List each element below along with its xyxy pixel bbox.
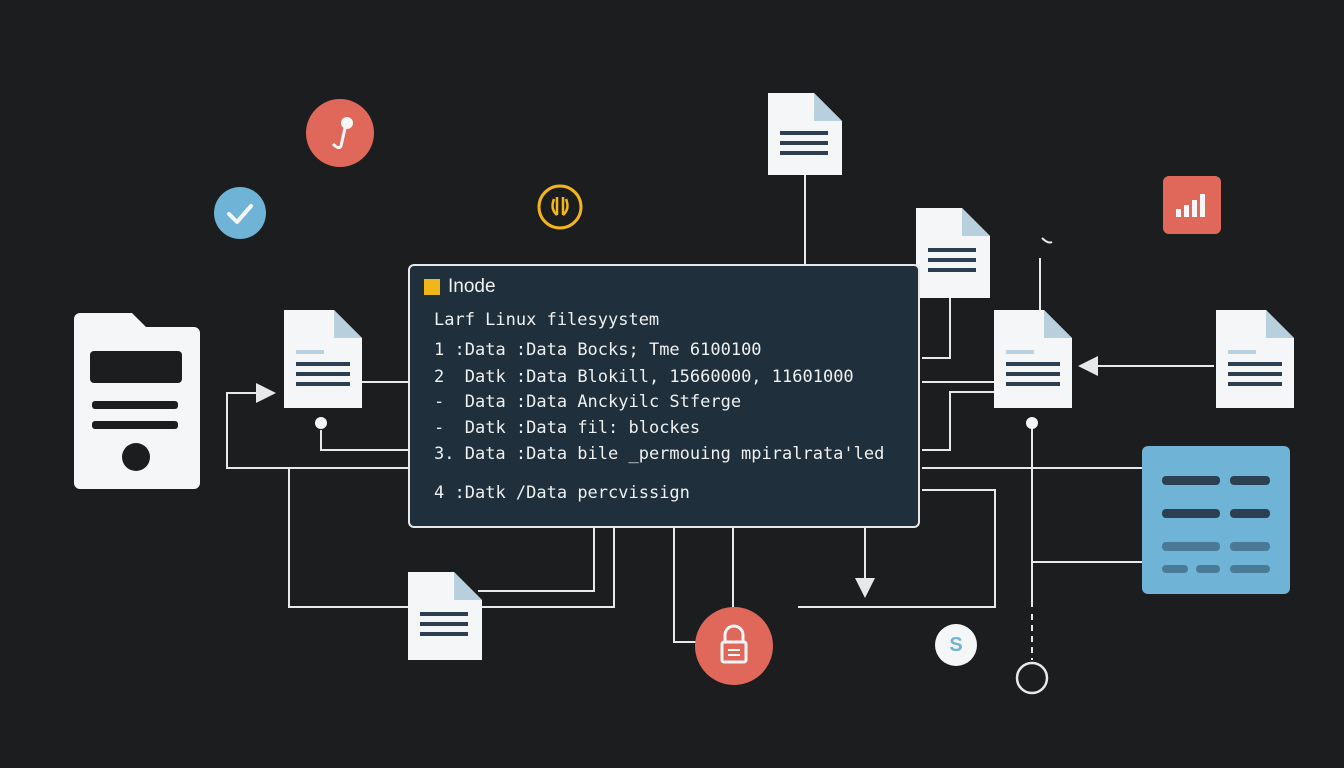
document-icon xyxy=(916,208,990,298)
panel-line: 3. Data :Data bile _permouing mpiralrata… xyxy=(434,444,885,464)
table-icon xyxy=(1142,446,1290,594)
dollar-icon: S xyxy=(935,624,977,666)
panel-line: 2 Datk :Data Blokill, 15660000, 11601000 xyxy=(434,367,854,387)
node-ring xyxy=(1015,661,1049,695)
inode-panel: Inode Larf Linux filesyystem 1 :Data :Da… xyxy=(408,264,920,528)
folder-icon xyxy=(74,313,200,489)
panel-line: 1 :Data :Data Bocks; Tme 6100100 xyxy=(434,340,762,360)
inode-swatch xyxy=(424,279,440,295)
panel-title: Inode xyxy=(424,276,496,298)
check-icon xyxy=(214,187,266,239)
panel-title-text: Inode xyxy=(448,276,496,297)
document-icon xyxy=(994,310,1072,408)
node-dot xyxy=(1026,417,1038,429)
document-icon xyxy=(408,572,482,660)
panel-line: Larf Linux filesyystem xyxy=(434,310,660,330)
panel-line: 4 :Datk /Data percvissign xyxy=(434,483,690,503)
coin-icon xyxy=(537,184,583,230)
panel-line: - Datk :Data fil: blockes xyxy=(434,418,701,438)
music-note-icon xyxy=(306,99,374,167)
document-icon xyxy=(284,310,362,408)
lock-icon xyxy=(695,607,773,685)
bar-chart-icon xyxy=(1163,176,1221,234)
panel-line: - Data :Data Anckyilc Stferge xyxy=(434,392,742,412)
document-icon xyxy=(768,93,842,175)
node-dot xyxy=(315,417,327,429)
document-icon xyxy=(1216,310,1294,408)
